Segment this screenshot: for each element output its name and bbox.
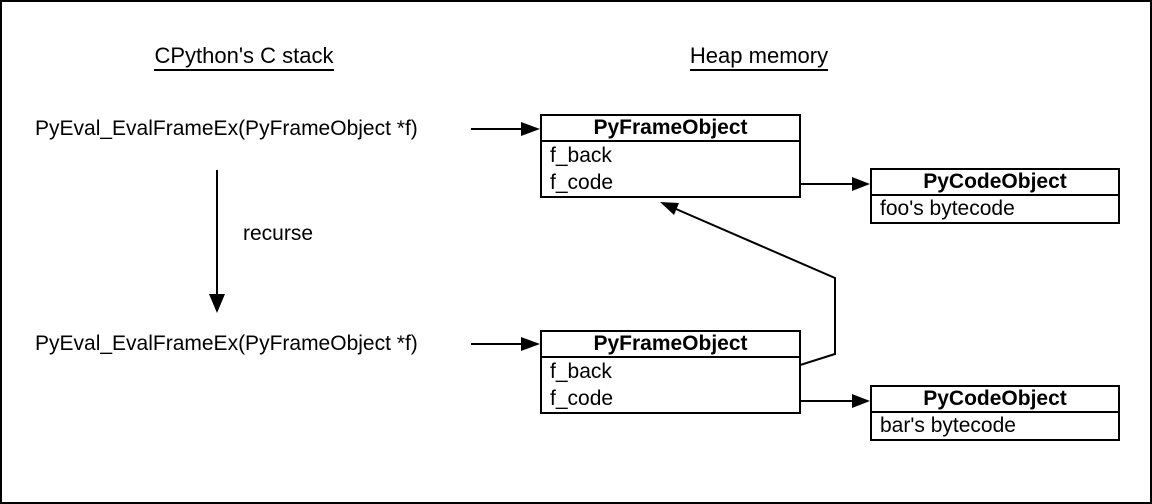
call2-to-frame2-arrow	[471, 337, 540, 351]
pyframeobject-box-1: PyFrameObject f_back f_code	[540, 114, 801, 198]
frame1-field-f-code: f_code	[550, 171, 614, 194]
pycodeobject-box-2-title: PyCodeObject	[872, 387, 1118, 413]
recurse-label: recurse	[243, 222, 314, 245]
pycodeobject-box-2-bytecode: bar's bytecode	[880, 414, 1016, 437]
stack-call-label-2: PyEval_EvalFrameEx(PyFrameObject *f)	[35, 332, 418, 355]
frame2-field-f-back: f_back	[550, 360, 612, 383]
stack-call-label-1: PyEval_EvalFrameEx(PyFrameObject *f)	[35, 117, 418, 140]
heading-heap-memory: Heap memory	[639, 43, 879, 71]
pycodeobject-box-1: PyCodeObject foo's bytecode	[870, 168, 1120, 224]
pyframeobject-box-1-title: PyFrameObject	[542, 116, 799, 142]
heading-c-stack-text: CPython's C stack	[154, 43, 334, 71]
pycodeobject-box-1-bytecode: foo's bytecode	[880, 197, 1015, 220]
pyframeobject-box-2: PyFrameObject f_back f_code	[540, 330, 801, 414]
pyframeobject-box-2-title: PyFrameObject	[542, 332, 799, 358]
pycodeobject-box-2: PyCodeObject bar's bytecode	[870, 385, 1120, 441]
call1-to-frame1-arrow	[471, 122, 540, 136]
pycodeobject-box-1-title: PyCodeObject	[872, 170, 1118, 196]
frame1-field-f-back: f_back	[550, 144, 612, 167]
heading-heap-memory-text: Heap memory	[689, 43, 829, 71]
frame2-field-f-code: f_code	[550, 387, 614, 410]
heading-c-stack: CPython's C stack	[124, 43, 364, 71]
recurse-arrow	[209, 170, 225, 313]
